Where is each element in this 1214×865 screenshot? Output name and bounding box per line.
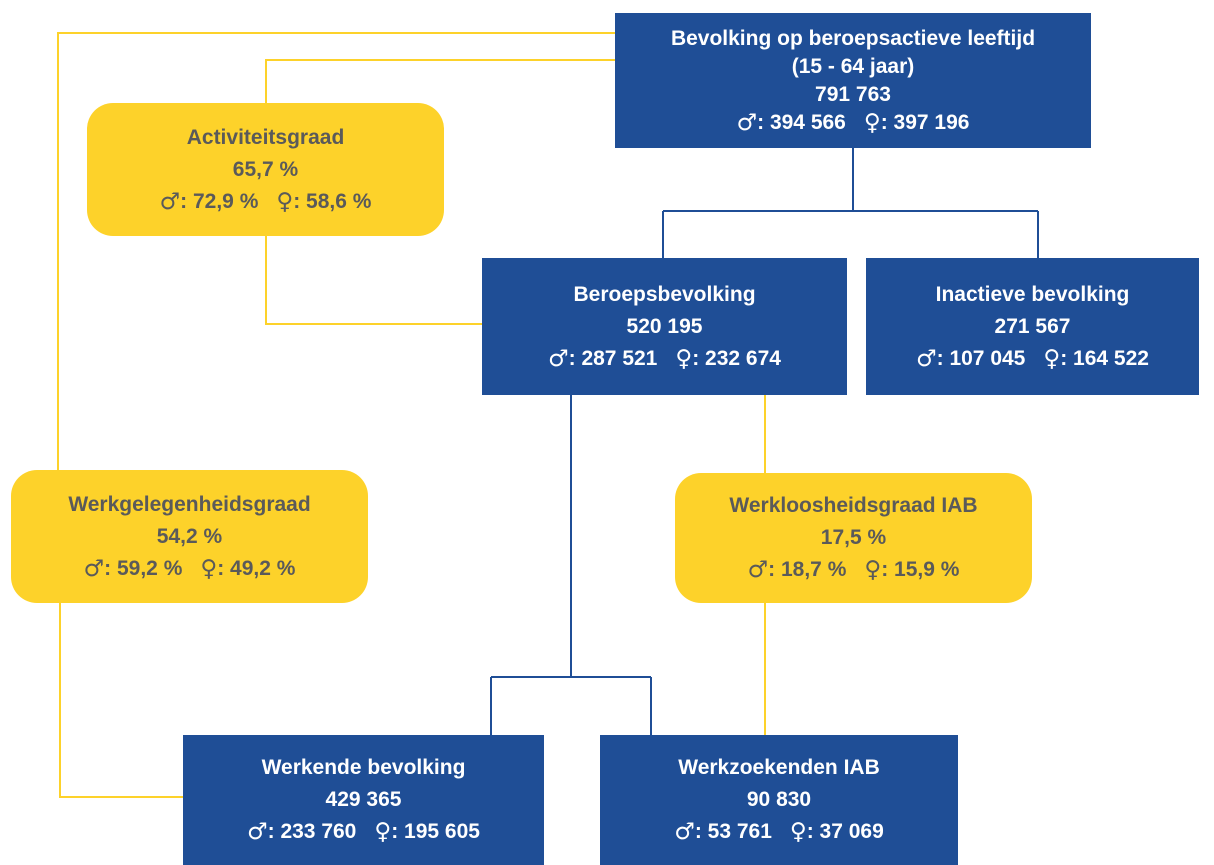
female-icon: ♀ [863,109,881,136]
inactive-box: Inactieve bevolking 271 567 ♂: 107 045 ♀:… [866,258,1199,395]
unemployment-rate-value: 17,5 % [820,526,887,549]
employed-box: Werkende bevolking 429 365 ♂: 233 760 ♀: … [183,735,544,865]
employed-female-value: : 195 605 [391,820,480,843]
employment-rate-female-value: : 49,2 % [217,556,296,580]
activity-rate-gender-row: ♂: 72,9 % ♀: 58,6 % [160,186,372,218]
male-icon: ♂ [548,345,569,372]
employment-rate-link-bottom [59,602,183,798]
employment-rate-box: Werkgelegenheidsgraad 54,2 % ♂: 59,2 % ♀:… [11,470,368,603]
activity-rate-male-value: : 72,9 % [180,189,259,213]
jobseekers-gender-row: ♂: 53 761 ♀: 37 069 [674,816,884,848]
labour-force-title: Beroepsbevolking [573,282,756,306]
unemployment-rate-title: Werkloosheidsgraad IAB [729,494,978,517]
labour-force-male-value: : 287 521 [568,346,658,370]
activity-rate-box: Activiteitsgraad 65,7 % ♂: 72,9 % ♀: 58,6… [87,103,444,236]
population-value: 791 763 [815,82,891,106]
employment-rate-link-top [57,32,615,470]
unemployment-rate-male-value: : 18,7 % [768,558,847,581]
activity-rate-link-bottom [265,236,482,325]
labour-force-gender-row: ♂: 287 521 ♀: 232 674 [548,343,781,375]
unemployment-rate-gender-row: ♂: 18,7 % ♀: 15,9 % [748,554,960,586]
inactive-title: Inactieve bevolking [935,282,1130,306]
activity-rate-value: 65,7 % [232,157,299,181]
labour-force-value: 520 195 [626,314,703,338]
male-icon: ♂ [916,345,937,372]
population-gender-row: ♂: 394 566 ♀: 397 196 [737,109,970,137]
labour-force-box: Beroepsbevolking 520 195 ♂: 287 521 ♀: 23… [482,258,847,395]
jobseekers-value: 90 830 [746,788,812,811]
male-icon: ♂ [247,819,268,845]
unemployment-rate-box: Werkloosheidsgraad IAB 17,5 % ♂: 18,7 % ♀… [675,473,1032,603]
inactive-value: 271 567 [994,314,1071,338]
labour-force-female-value: : 232 674 [692,346,781,370]
male-icon: ♂ [674,819,695,845]
inactive-male-value: : 107 045 [936,346,1026,370]
female-icon: ♀ [864,557,882,583]
jobseekers-female-value: : 37 069 [806,820,884,843]
male-icon: ♂ [83,555,105,582]
female-icon: ♀ [789,819,807,845]
female-icon: ♀ [276,188,294,215]
population-title: Bevolking op beroepsactieve leeftijd [670,26,1036,50]
jobseekers-male-value: : 53 761 [694,820,772,843]
employment-rate-male-value: : 59,2 % [104,556,183,580]
male-icon: ♂ [159,188,181,215]
female-icon: ♀ [374,819,392,845]
inactive-gender-row: ♂: 107 045 ♀: 164 522 [916,343,1149,375]
employed-value: 429 365 [325,788,402,811]
population-box: Bevolking op beroepsactieve leeftijd (15… [615,13,1091,148]
male-icon: ♂ [747,557,769,583]
female-icon: ♀ [675,345,693,372]
population-female-value: : 397 196 [880,110,970,134]
jobseekers-box: Werkzoekenden IAB 90 830 ♂: 53 761 ♀: 37 … [600,735,958,865]
jobseekers-title: Werkzoekenden IAB [678,756,880,779]
inactive-female-value: : 164 522 [1060,346,1149,370]
activity-rate-title: Activiteitsgraad [186,125,345,149]
employed-title: Werkende bevolking [261,756,466,779]
activity-rate-link-top [265,59,615,103]
activity-rate-female-value: : 58,6 % [293,189,372,213]
employment-rate-gender-row: ♂: 59,2 % ♀: 49,2 % [84,553,296,585]
unemployment-rate-female-value: : 15,9 % [881,558,960,581]
female-icon: ♀ [200,555,218,582]
population-male-value: : 394 566 [757,110,846,134]
employed-male-value: : 233 760 [267,820,357,843]
employment-rate-value: 54,2 % [156,524,223,548]
employment-rate-title: Werkgelegenheidsgraad [68,492,311,516]
population-subtitle: (15 - 64 jaar) [791,54,915,78]
male-icon: ♂ [736,109,758,136]
female-icon: ♀ [1043,345,1061,372]
employed-gender-row: ♂: 233 760 ♀: 195 605 [247,816,480,848]
